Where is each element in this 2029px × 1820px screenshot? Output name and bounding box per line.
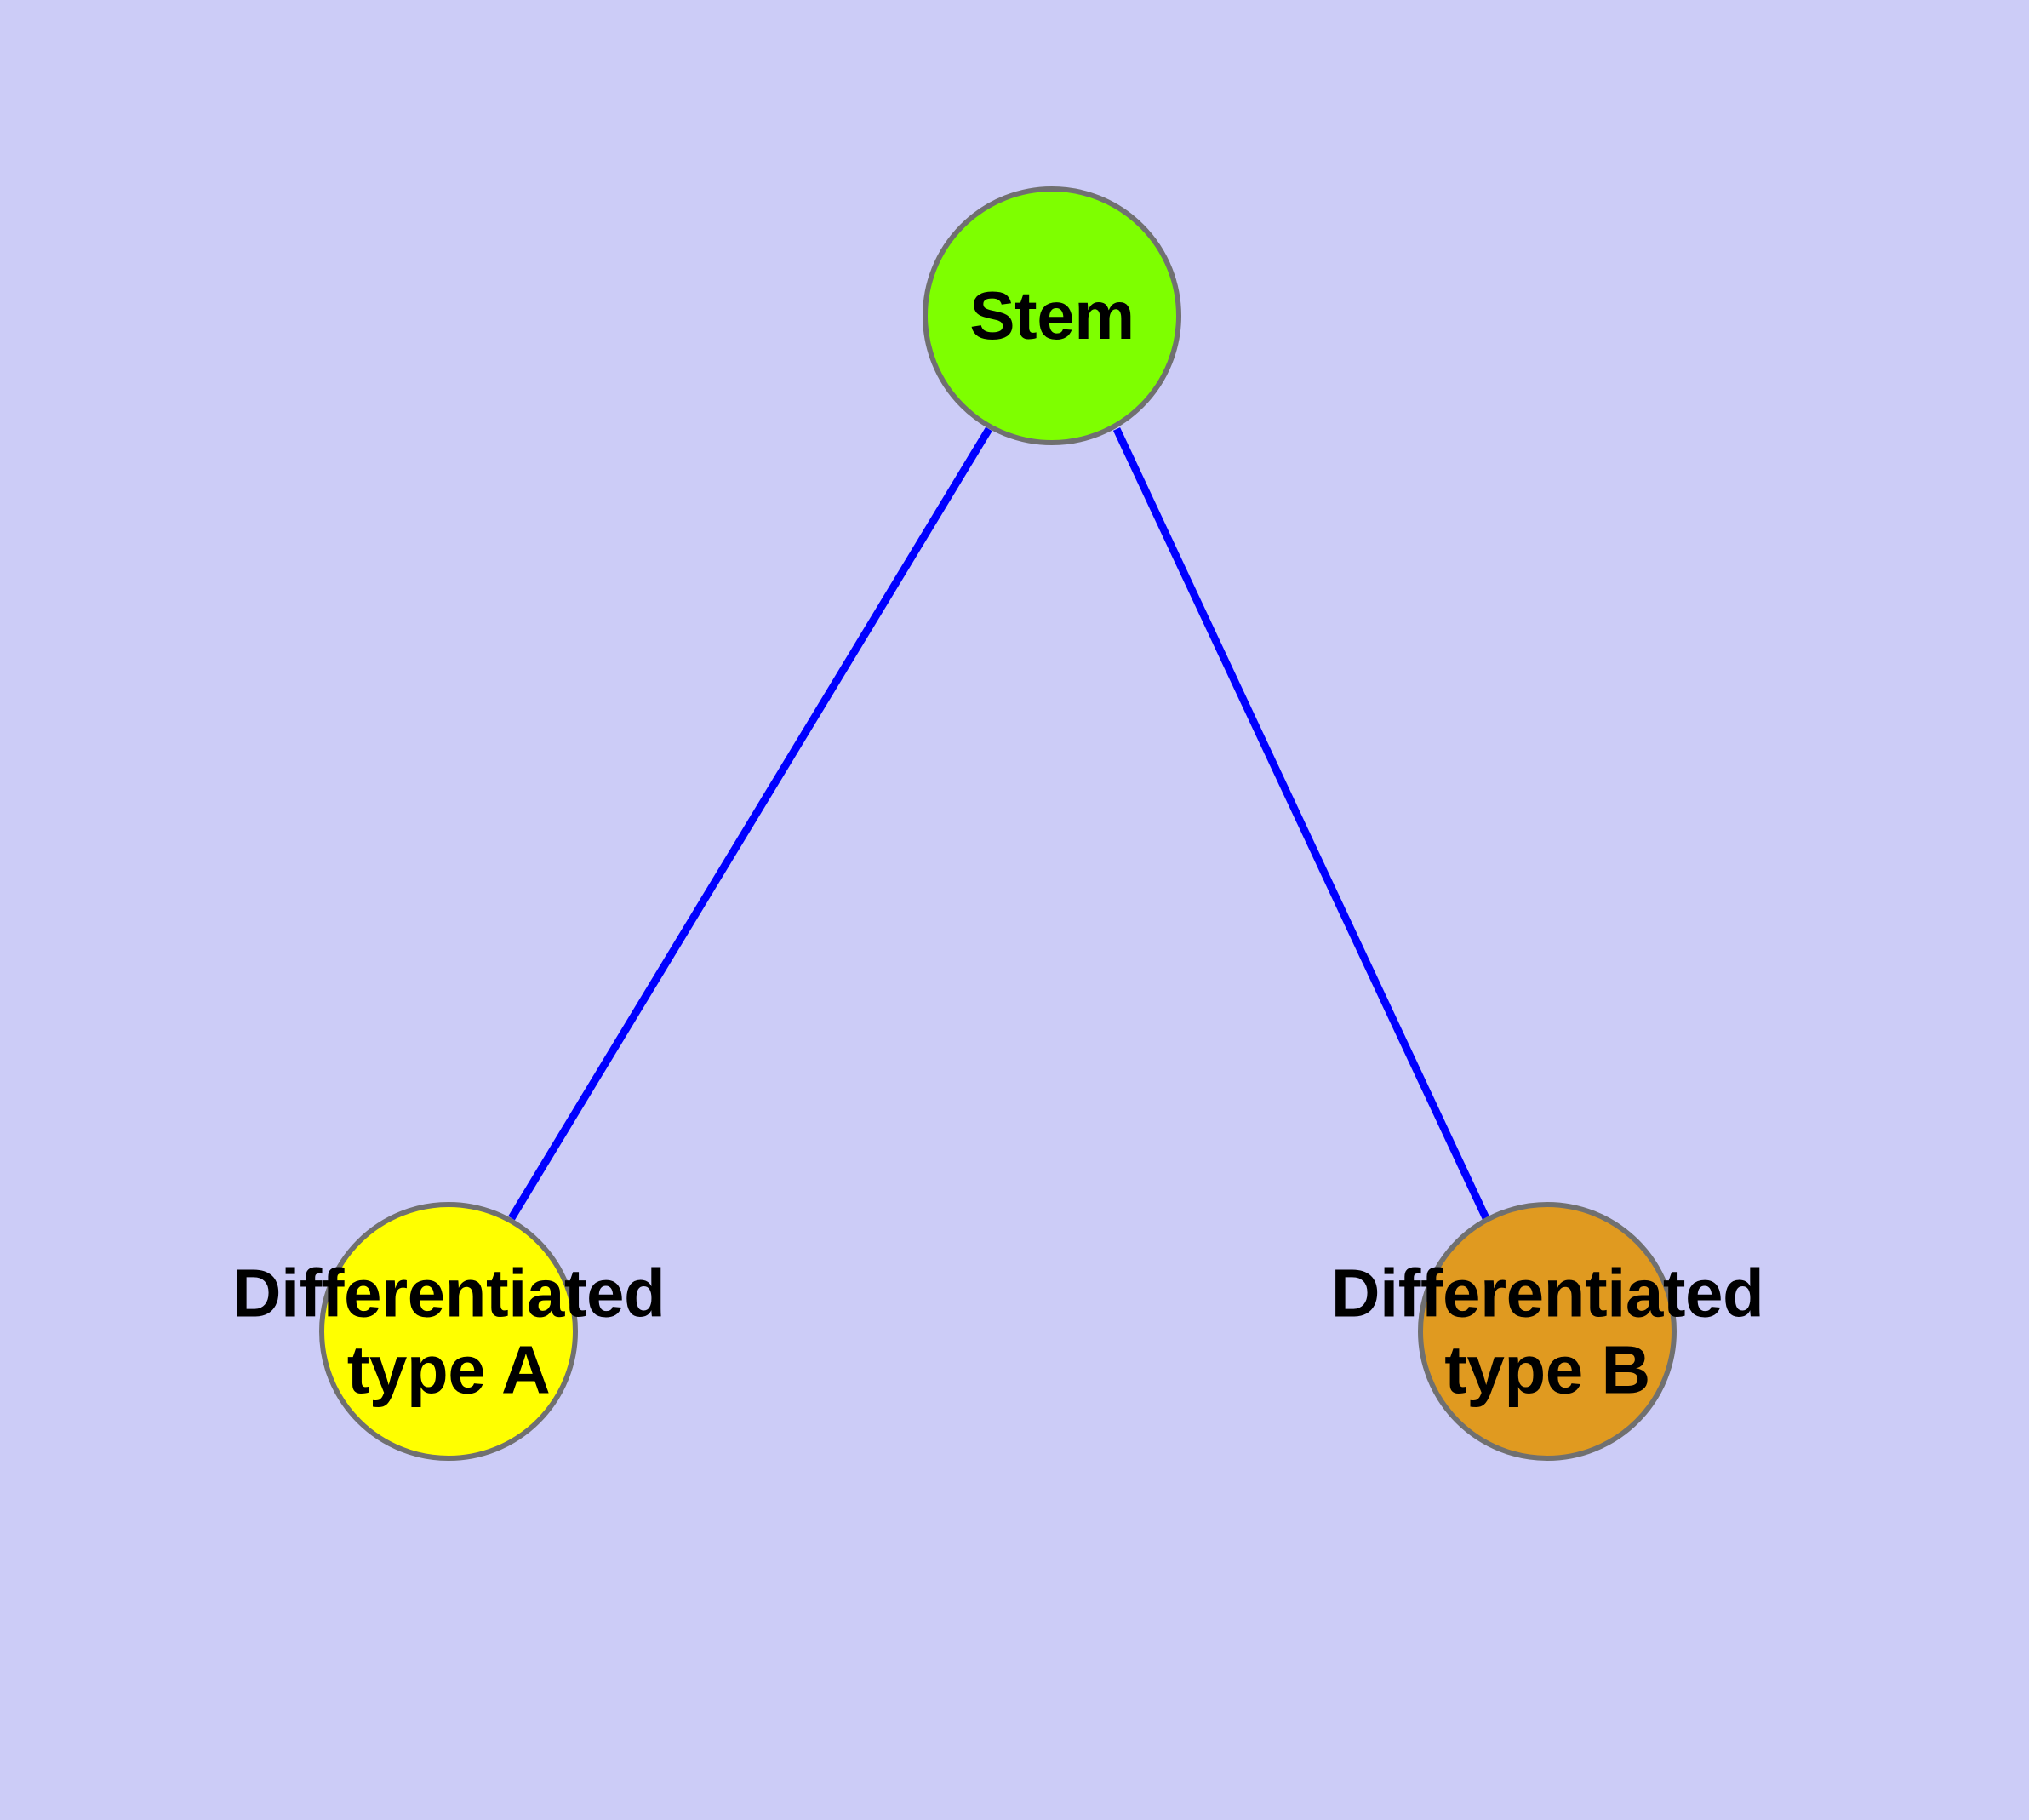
edge-stem-to-diff-a[interactable] <box>508 426 992 1221</box>
node-diff-b[interactable] <box>1418 1202 1677 1461</box>
node-stem[interactable] <box>923 186 1181 445</box>
edge-layer <box>508 426 1490 1221</box>
node-layer <box>319 186 1677 1461</box>
edge-stem-to-diff-b[interactable] <box>1112 427 1490 1220</box>
node-diff-a[interactable] <box>319 1202 578 1461</box>
